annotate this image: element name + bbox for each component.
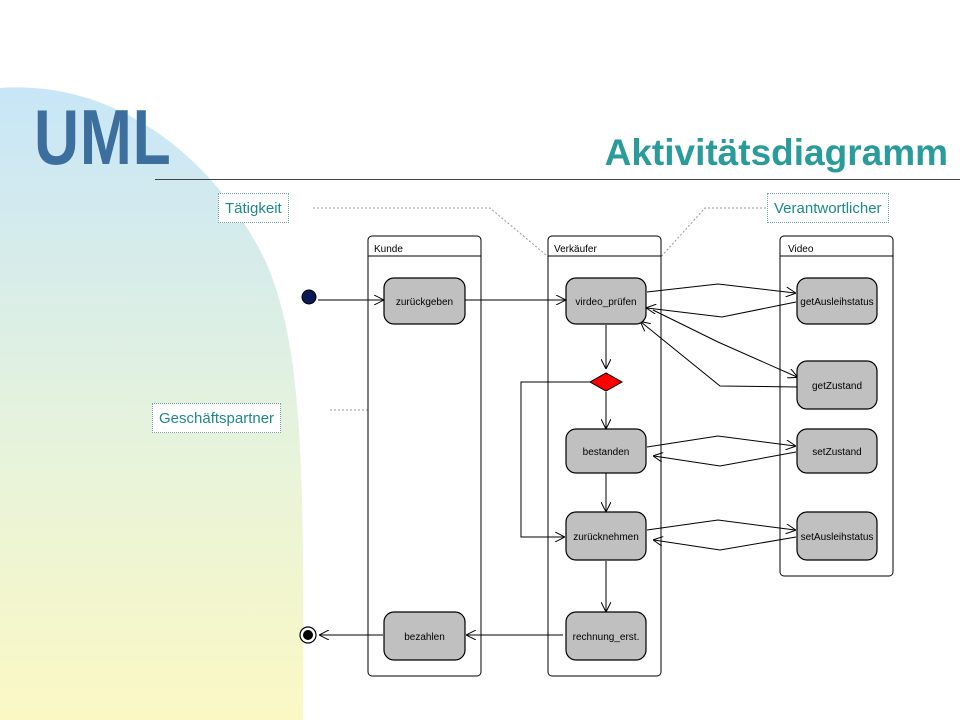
callout-geschaeftspartner: Geschäftspartner xyxy=(152,403,282,433)
activity-label-get-ausleihstatus: getAusleihstatus xyxy=(800,297,873,308)
page-title: Aktivitätsdiagramm xyxy=(604,132,948,173)
edges xyxy=(318,283,797,635)
activity-label-bezahlen: bezahlen xyxy=(404,632,445,643)
title-divider xyxy=(155,179,960,180)
activity-set-ausleihstatus: setAusleihstatus xyxy=(796,511,878,561)
activity-rechnung-erst: rechnung_erst. xyxy=(565,611,647,661)
activity-zuruecknehmen: zurücknehmen xyxy=(565,511,647,561)
activity-bestanden: bestanden xyxy=(565,428,647,474)
callout-taetigkeit: Tätigkeit xyxy=(218,193,289,223)
logo-uml: UML xyxy=(34,93,172,181)
activity-label-rechnung-erst: rechnung_erst. xyxy=(573,632,640,643)
final-node xyxy=(299,626,317,644)
activity-label-zurueckgeben: zurückgeben xyxy=(396,297,453,308)
swimlane-label-kunde: Kunde xyxy=(374,244,403,255)
callout-verantwortlicher: Verantwortlicher xyxy=(767,193,889,223)
activity-zurueckgeben: zurückgeben xyxy=(383,277,466,325)
swimlane-label-verkaeufer: Verkäufer xyxy=(554,244,597,255)
swimlane-label-video: Video xyxy=(788,244,814,255)
activity-label-set-zustand: setZustand xyxy=(812,447,861,458)
activity-virdeo-pruefen: virdeo_prüfen xyxy=(565,277,647,325)
activity-get-zustand: getZustand xyxy=(796,360,878,410)
activity-label-get-zustand: getZustand xyxy=(812,381,862,392)
activity-get-ausleihstatus: getAusleihstatus xyxy=(796,277,878,325)
activity-label-bestanden: bestanden xyxy=(583,447,630,458)
activity-label-zuruecknehmen: zurücknehmen xyxy=(573,532,639,543)
background-shape xyxy=(0,87,304,720)
decision-diamond xyxy=(588,372,624,392)
activity-label-set-ausleihstatus: setAusleihstatus xyxy=(801,532,874,543)
activity-label-virdeo-pruefen: virdeo_prüfen xyxy=(575,297,636,308)
swimlane-kunde xyxy=(367,235,482,677)
activity-bezahlen: bezahlen xyxy=(383,611,466,661)
initial-node xyxy=(301,289,317,305)
activity-set-zustand: setZustand xyxy=(796,428,878,474)
